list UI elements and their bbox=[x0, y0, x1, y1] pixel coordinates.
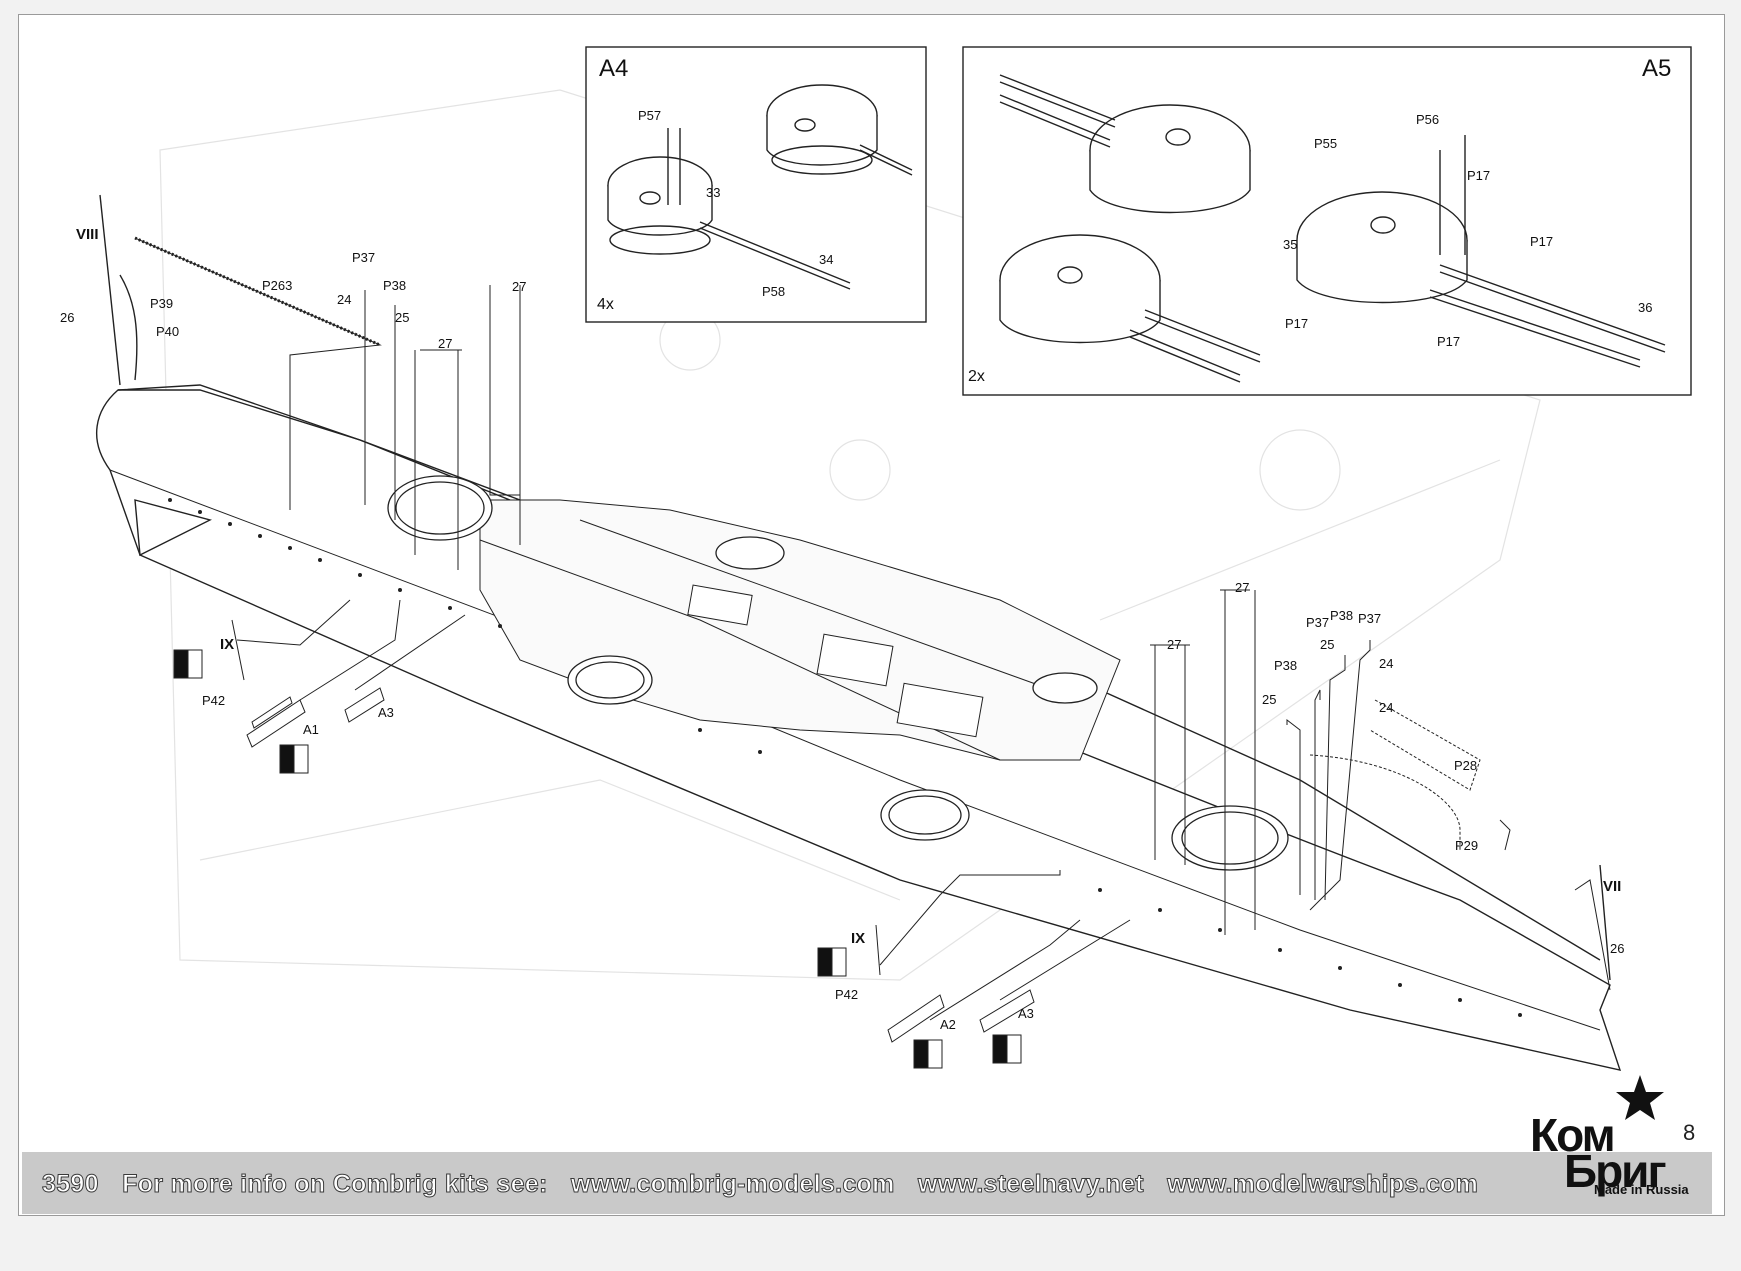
roman-ix-left: IX bbox=[220, 636, 235, 653]
label-34: 34 bbox=[819, 252, 834, 267]
label-p39: P39 bbox=[150, 296, 174, 311]
url-combrig[interactable]: www.combrig-models.com bbox=[570, 1170, 895, 1199]
label-p17-b: P17 bbox=[1530, 234, 1554, 249]
label-p17-a: P17 bbox=[1467, 168, 1491, 183]
inset-a4 bbox=[585, 46, 927, 323]
logo-star-shape bbox=[1616, 1075, 1664, 1120]
label-p56: P56 bbox=[1416, 112, 1440, 127]
kombrig-logo: Ком Бриг Made in Russia bbox=[1528, 1072, 1689, 1197]
label-a1: A1 bbox=[303, 722, 319, 737]
label-p42-left: P42 bbox=[202, 693, 226, 708]
label-p57: P57 bbox=[638, 108, 662, 123]
inset-a4-quantity: 4x bbox=[597, 296, 614, 313]
label-27-c: 27 bbox=[1235, 580, 1250, 595]
label-a3-right: A3 bbox=[1018, 1006, 1034, 1021]
label-a3-left: A3 bbox=[378, 705, 394, 720]
label-27-a: 27 bbox=[438, 336, 453, 351]
label-24-r1: 24 bbox=[1379, 656, 1394, 671]
label-p37-r1: P37 bbox=[1306, 615, 1330, 630]
label-27-d: 27 bbox=[1167, 637, 1182, 652]
label-25-left: 25 bbox=[395, 310, 410, 325]
logo-line-1: Ком bbox=[1530, 1109, 1616, 1161]
label-p29: P29 bbox=[1455, 838, 1479, 853]
footer-info: For more info on Combrig kits see: bbox=[122, 1170, 548, 1199]
label-25-r1: 25 bbox=[1262, 692, 1277, 707]
ladder-parts bbox=[231, 619, 1035, 1043]
roman-ix-right: IX bbox=[851, 930, 866, 947]
label-p37-r2: P37 bbox=[1358, 611, 1382, 626]
inset-a4-title: A4 bbox=[599, 55, 629, 82]
label-36: 36 bbox=[1638, 300, 1653, 315]
footer-band bbox=[22, 1152, 1712, 1214]
label-35: 35 bbox=[1283, 237, 1298, 252]
label-p17-d: P17 bbox=[1437, 334, 1461, 349]
label-p40: P40 bbox=[156, 324, 180, 339]
masts bbox=[99, 194, 1611, 981]
label-26-left: 26 bbox=[60, 310, 75, 325]
label-33: 33 bbox=[706, 185, 721, 200]
url-modelwarships[interactable]: www.modelwarships.com bbox=[1167, 1170, 1479, 1199]
label-24-left: 24 bbox=[337, 292, 352, 307]
label-p38-left: P38 bbox=[383, 278, 407, 293]
url-steelnavy[interactable]: www.steelnavy.net bbox=[917, 1170, 1144, 1199]
label-26-right: 26 bbox=[1610, 941, 1625, 956]
portholes bbox=[168, 498, 1522, 1017]
leader-lines bbox=[134, 237, 1611, 1021]
label-a2: A2 bbox=[940, 1017, 956, 1032]
kit-number: 3590 bbox=[42, 1170, 100, 1199]
label-p38-r1: P38 bbox=[1274, 658, 1298, 673]
label-p263: P263 bbox=[262, 278, 293, 293]
inset-a5-title: A5 bbox=[1642, 55, 1672, 82]
arrow-icon-boxes bbox=[173, 649, 1022, 1069]
label-p58: P58 bbox=[762, 284, 786, 299]
page-number: 8 bbox=[1683, 1120, 1696, 1145]
label-p42-right: P42 bbox=[835, 987, 859, 1002]
logo-line-2: Бриг bbox=[1564, 1145, 1667, 1197]
footer-text: 3590 For more info on Combrig kits see: … bbox=[42, 1170, 1494, 1199]
inset-a5-quantity: 2x bbox=[968, 368, 985, 385]
inset-a5 bbox=[962, 46, 1692, 396]
label-p55: P55 bbox=[1314, 136, 1338, 151]
chain-p263 bbox=[134, 236, 381, 347]
label-p17-c: P17 bbox=[1285, 316, 1309, 331]
label-25-r2: 25 bbox=[1320, 637, 1335, 652]
roman-viii: VIII bbox=[76, 226, 99, 243]
barbettes bbox=[387, 475, 1289, 871]
label-24-r2: 24 bbox=[1379, 700, 1394, 715]
label-p28: P28 bbox=[1454, 758, 1478, 773]
label-p38-r2: P38 bbox=[1330, 608, 1354, 623]
label-p37-left: P37 bbox=[352, 250, 376, 265]
label-27-b: 27 bbox=[512, 279, 527, 294]
roman-vii: VII bbox=[1603, 878, 1622, 895]
faint-background-drawing bbox=[159, 89, 1541, 981]
logo-made-in: Made in Russia bbox=[1594, 1182, 1689, 1197]
